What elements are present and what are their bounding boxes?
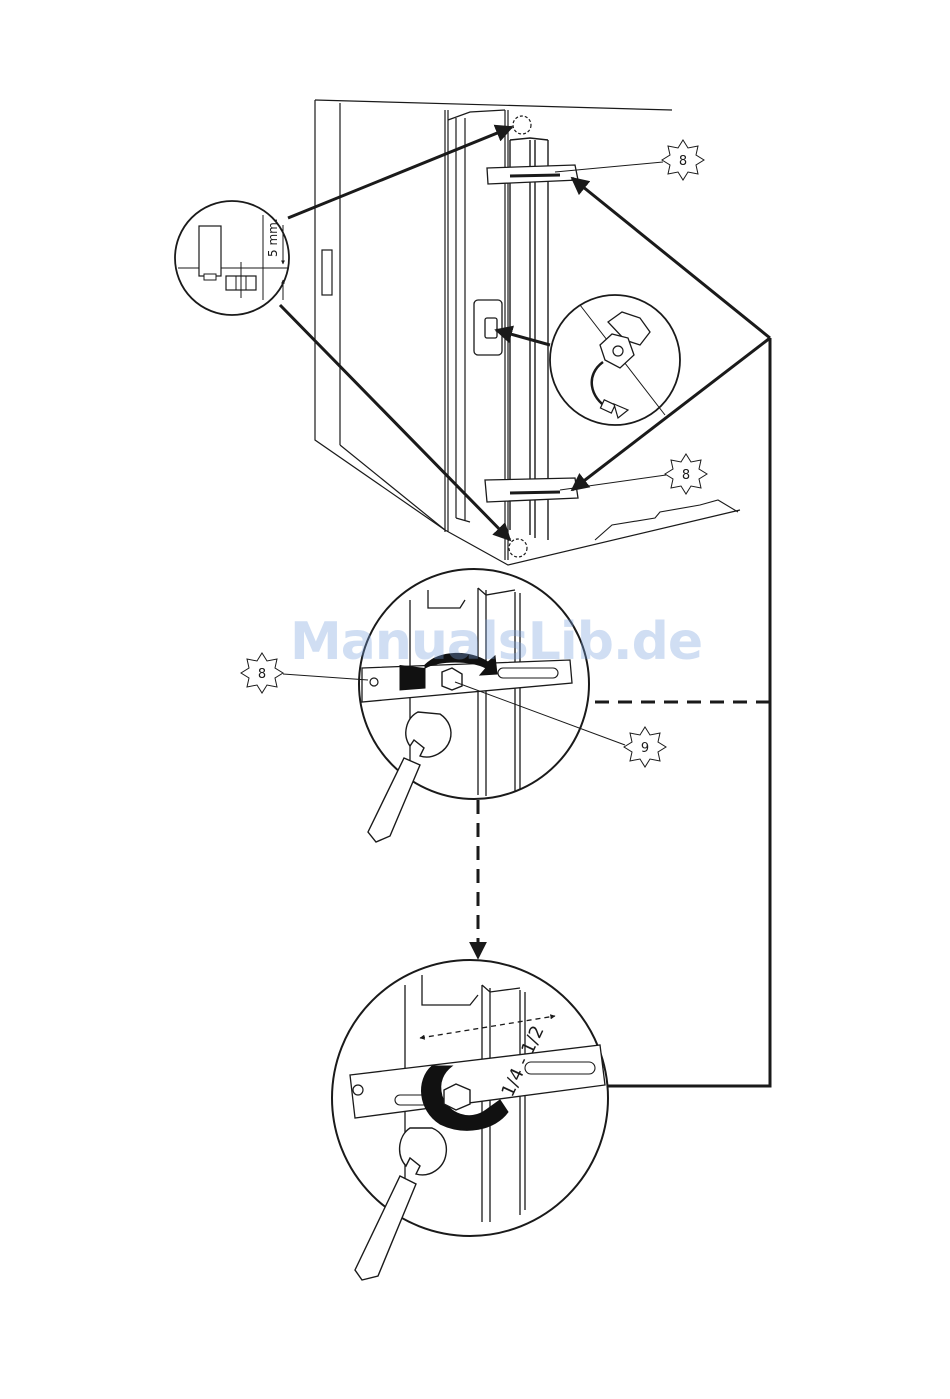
callout-8-detail: 8 — [241, 653, 283, 693]
clearance-label: 5 mm. — [266, 218, 280, 257]
watermark: ManualsLib.de — [290, 612, 670, 682]
bolt-detail-circle — [359, 569, 589, 842]
adjust-detail-circle: 1/4 - 1/2 — [332, 960, 608, 1280]
clearance-detail: 5 mm. — [175, 201, 289, 315]
leader-arrow-top-pivot — [288, 127, 512, 218]
connector-socket — [474, 300, 502, 355]
top-pivot-marker — [513, 116, 531, 134]
callout-8-top-label: 8 — [679, 154, 687, 169]
callout-9: 9 — [624, 727, 666, 767]
callout-9-label: 9 — [641, 741, 649, 756]
bracket-bottom — [485, 478, 578, 502]
callout-8-detail-label: 8 — [258, 667, 266, 682]
bracket-top — [487, 165, 578, 184]
bottom-pivot-marker — [509, 539, 527, 557]
callout-8-top: 8 — [662, 140, 704, 180]
leader-arrow-connector — [496, 330, 550, 345]
connector-detail — [550, 295, 680, 425]
callout-8-bottom-label: 8 — [682, 468, 690, 483]
floor-plinth — [595, 500, 738, 540]
callout-8-bottom: 8 — [665, 454, 707, 494]
